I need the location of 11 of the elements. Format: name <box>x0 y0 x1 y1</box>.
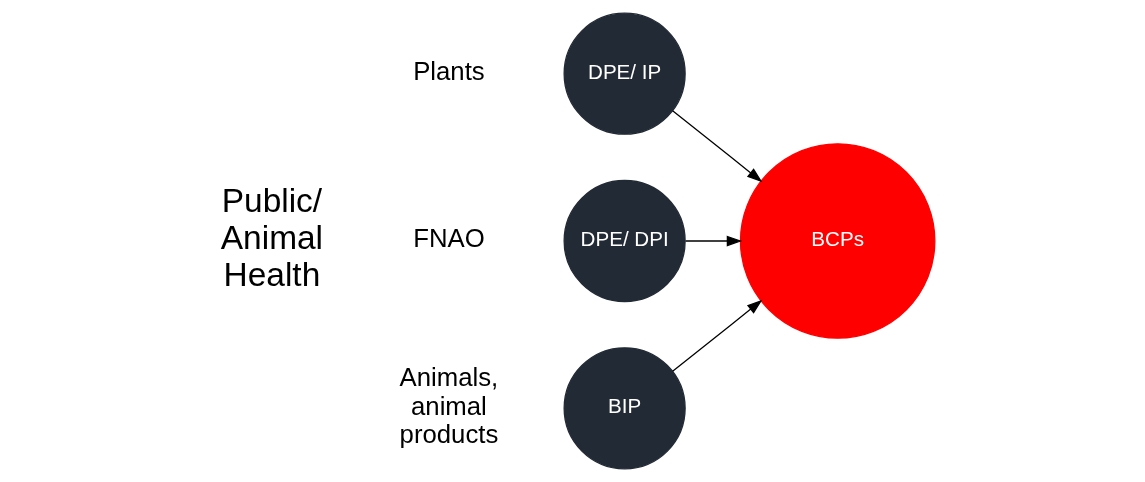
node-circle: DPE/ IP <box>563 12 686 135</box>
node-circle: DPE/ DPI <box>563 179 686 303</box>
arrow <box>685 235 743 247</box>
node-circle: BCPs <box>739 143 936 339</box>
arrow <box>672 110 763 183</box>
arrow <box>672 299 763 372</box>
node-circle: BIP <box>563 347 686 470</box>
node-label: FNAO <box>413 224 485 253</box>
node-label: Animals, animal products <box>399 363 499 449</box>
node-label: Plants <box>413 57 485 86</box>
label: Public/ Animal Health <box>220 181 324 294</box>
